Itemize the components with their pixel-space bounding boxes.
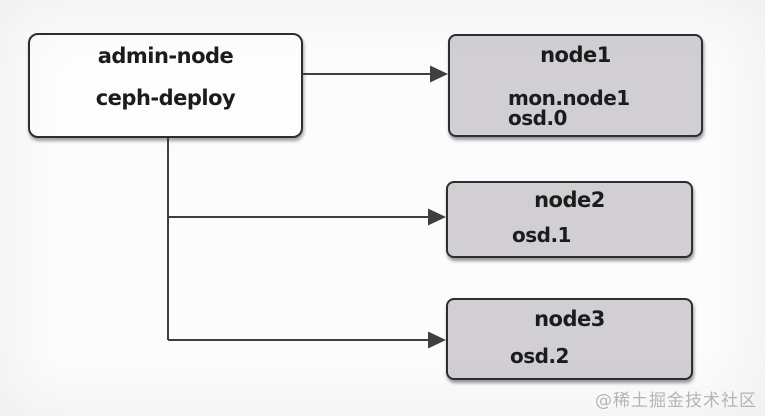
node1-service-osd: osd.0 [508, 106, 567, 130]
admin-node-label: admin-node [97, 44, 234, 68]
node3-box: node3 osd.2 [446, 298, 693, 380]
connector-admin-to-node3 [168, 331, 446, 349]
node3-service-osd: osd.2 [510, 344, 569, 368]
node1-box: node1 mon.node1 osd.0 [448, 34, 703, 137]
node2-box: node2 osd.1 [446, 181, 693, 258]
node2-title: node2 [534, 188, 605, 212]
connector-admin-to-node1 [300, 65, 448, 83]
ceph-deploy-label: ceph-deploy [95, 86, 236, 110]
connector-admin-to-node2 [168, 208, 446, 226]
node1-services: mon.node1 osd.0 [508, 88, 630, 128]
node2-service-osd: osd.1 [512, 223, 571, 247]
node3-title: node3 [534, 307, 605, 331]
admin-node-box: admin-node ceph-deploy [28, 33, 303, 138]
watermark: @稀土掘金技术社区 [595, 391, 757, 411]
node1-title: node1 [540, 43, 611, 67]
node1-service-mon: mon.node1 [508, 86, 630, 110]
